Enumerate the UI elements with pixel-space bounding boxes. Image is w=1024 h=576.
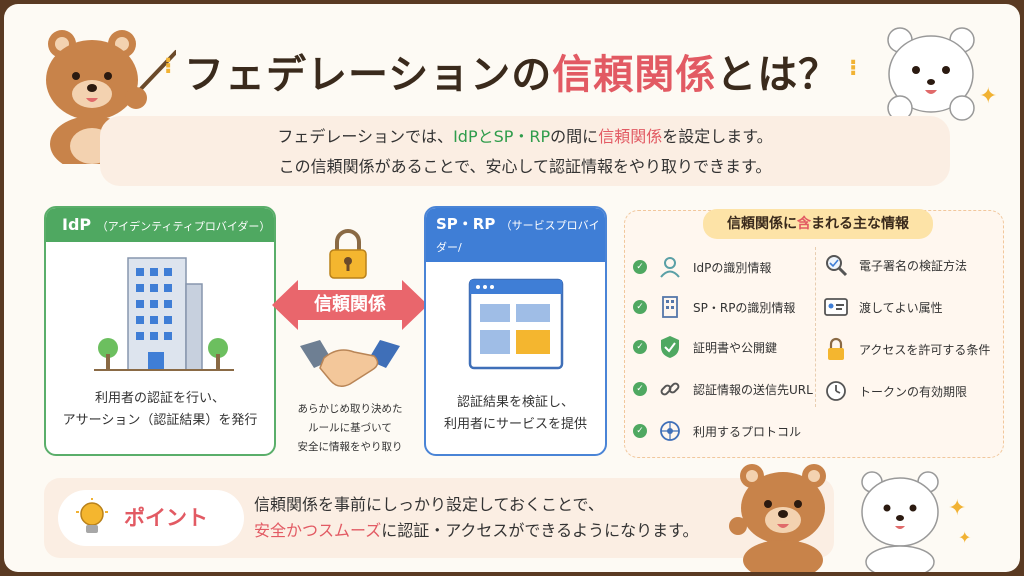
point-badge: ポイント: [58, 490, 244, 546]
building-icon: [657, 294, 683, 320]
check-icon: ✓: [633, 260, 647, 274]
point-banner: ポイント 信頼関係を事前にしっかり設定しておくことで、 安全かつスムーズに認証・…: [44, 478, 834, 558]
sp-rp-card-header: SP・RP （サービスプロバイダー/ リライングパーティー）: [426, 208, 605, 276]
intro-line-2: この信頼関係があることで、安心して認証情報をやり取りできます。: [278, 157, 772, 176]
intro-banner: フェデレーションでは、IdPとSP・RPの間に信頼関係を設定します。 この信頼関…: [100, 116, 950, 186]
trust-note: あらかじめ取り決めたルールに基づいて安全に情報をやり取り: [297, 403, 403, 453]
sparkle-icon: ✦: [958, 528, 972, 547]
handshake-icon: [300, 340, 400, 387]
white-bear-illustration: [861, 471, 939, 572]
info-item: ✓ IdPの識別情報: [633, 253, 771, 281]
info-item: ✓ 認証情報の送信先URL: [633, 375, 813, 403]
trust-double-arrow: [272, 280, 428, 330]
clock-icon: [823, 378, 849, 404]
page-title: フェデレーションの信頼関係とは？: [184, 52, 840, 98]
link-icon: [657, 376, 683, 402]
idp-description: 利用者の認証を行い、アサーション（認証結果）を発行: [62, 391, 258, 428]
light-bulb-icon: [76, 498, 108, 533]
padlock-icon: [329, 229, 367, 279]
slide: ⁝ ⁝ ✦ フェデレーションの信頼関係とは？ フェデレーションでは、IdPとSP…: [4, 4, 1020, 572]
intro-line-1: フェデレーションでは、IdPとSP・RPの間に信頼関係を設定します。: [277, 127, 773, 146]
office-building-icon: [94, 257, 234, 371]
shield-check-icon: [657, 334, 683, 360]
sparkle-icon: ⁝: [164, 54, 173, 79]
info-item: 渡してよい属性: [823, 293, 943, 321]
trust-info-panel: 信頼関係に含まれる主な情報 ✓ IdPの識別情報 ✓ SP・RPの識別情報 ✓ …: [624, 209, 1004, 458]
check-icon: ✓: [633, 382, 647, 396]
trust-info-title: 信頼関係に含まれる主な情報: [703, 209, 933, 239]
info-item: トークンの有効期限: [823, 377, 967, 405]
sparkle-icon: ✦: [979, 84, 998, 109]
info-item: ✓ 利用するプロトコル: [633, 417, 801, 445]
magnifier-icon: [823, 252, 849, 278]
idp-card: IdP （アイデンティティプロバイダー） 利用者の認証を行い、アサーション（認証…: [44, 206, 276, 456]
sparkle-icon: ⁝: [849, 56, 858, 81]
lock-icon: [823, 336, 849, 362]
check-icon: ✓: [633, 424, 647, 438]
sp-rp-description: 認証結果を検証し、利用者にサービスを提供: [443, 395, 587, 432]
sparkle-icon: ✦: [948, 496, 967, 521]
white-bear-illustration: [887, 27, 975, 121]
sp-rp-card: SP・RP （サービスプロバイダー/ リライングパーティー） 認証結果を検証し、…: [424, 206, 607, 456]
info-item: アクセスを許可する条件: [823, 335, 990, 363]
brown-bear-illustration: [729, 464, 826, 572]
check-icon: ✓: [633, 340, 647, 354]
idp-card-header: IdP （アイデンティティプロバイダー）: [46, 208, 274, 242]
info-item: ✓ 証明書や公開鍵: [633, 333, 777, 361]
info-item: ✓ SP・RPの識別情報: [633, 293, 795, 321]
web-window-icon: [468, 278, 564, 370]
point-text: 信頼関係を事前にしっかり設定しておくことで、 安全かつスムーズに認証・アクセスが…: [254, 495, 699, 540]
person-icon: [657, 254, 683, 280]
trust-label: 信頼関係: [314, 294, 386, 315]
divider: [815, 247, 816, 407]
info-item: 電子署名の検証方法: [823, 251, 967, 279]
check-icon: ✓: [633, 300, 647, 314]
point-label: ポイント: [124, 506, 208, 530]
network-icon: [657, 418, 683, 444]
id-card-icon: [823, 294, 849, 320]
